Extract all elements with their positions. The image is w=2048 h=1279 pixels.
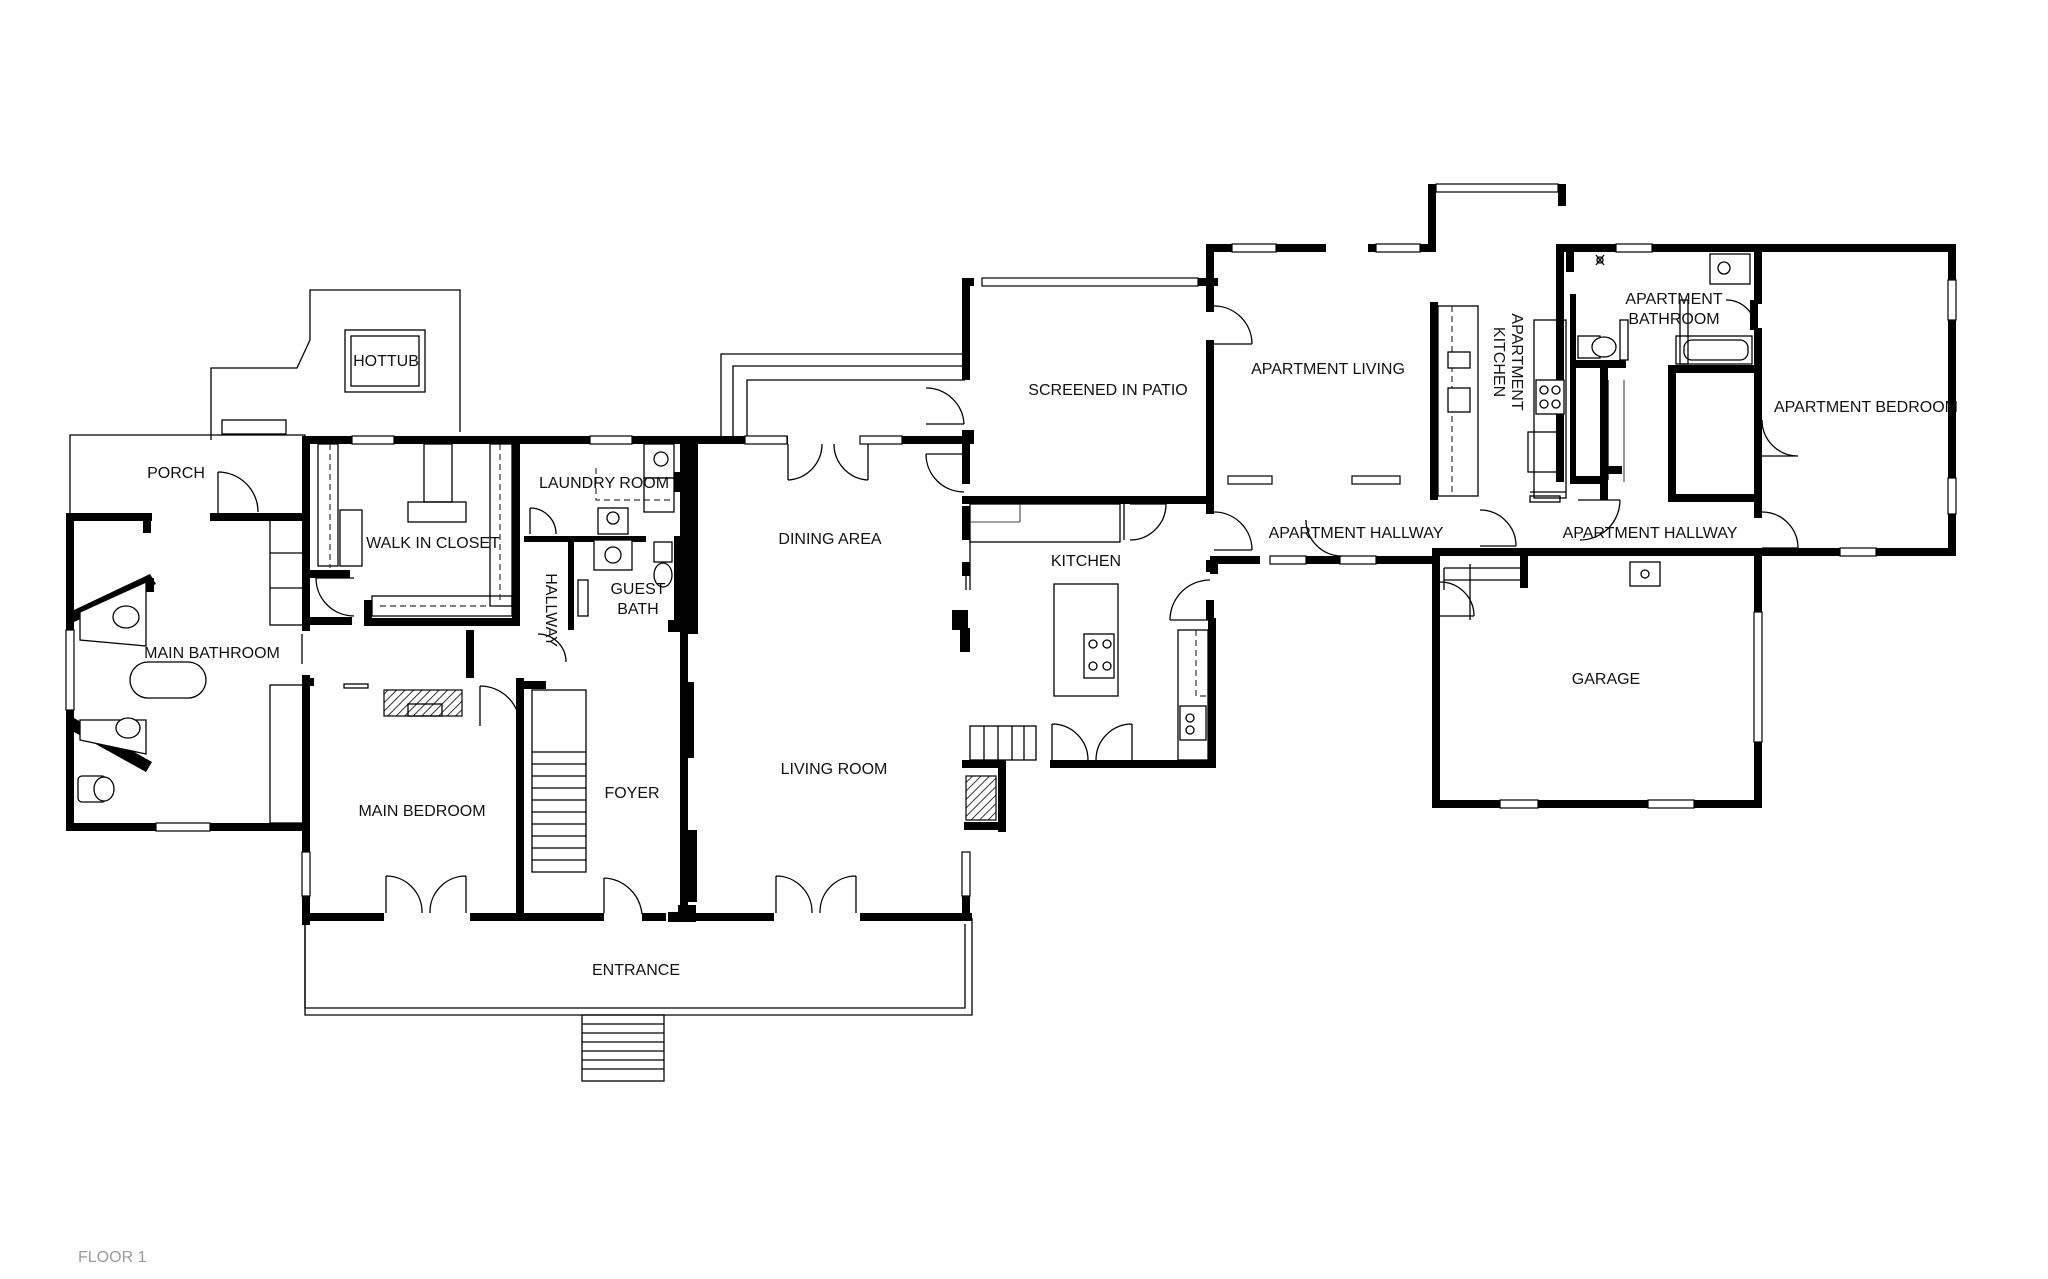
label-guest-bath-line2: BATH	[617, 601, 658, 618]
label-kitchen: KITCHEN	[1051, 553, 1121, 570]
label-main-bedroom: MAIN BEDROOM	[358, 803, 485, 820]
label-living-room: LIVING ROOM	[781, 761, 888, 778]
label-garage: GARAGE	[1572, 671, 1640, 688]
windows	[65, 183, 1957, 897]
label-apartment-kitchen-line2: KITCHEN	[1490, 327, 1507, 397]
label-walk-in-closet: WALK IN CLOSET	[366, 535, 500, 552]
label-porch: PORCH	[147, 465, 205, 482]
label-laundry-room: LAUNDRY ROOM	[539, 475, 669, 492]
label-guest-bath-line1: GUEST	[610, 581, 665, 598]
label-entrance: ENTRANCE	[592, 962, 680, 979]
label-hottub: HOTTUB	[353, 353, 419, 370]
fixtures	[74, 253, 1753, 873]
label-apartment-bedroom: APARTMENT BEDROOM	[1774, 399, 1958, 416]
label-apartment-living: APARTMENT LIVING	[1251, 361, 1405, 378]
door-swings	[217, 299, 1799, 915]
label-apartment-bathroom-line1: APARTMENT	[1625, 291, 1722, 308]
room-labels: HOTTUB PORCH WALK IN CLOSET LAUNDRY ROOM…	[78, 291, 1958, 1266]
floor-label: FLOOR 1	[78, 1249, 147, 1266]
entrance-steps	[582, 1023, 664, 1070]
label-apartment-hallway-left: APARTMENT HALLWAY	[1269, 525, 1444, 542]
label-main-bathroom: MAIN BATHROOM	[144, 645, 280, 662]
label-foyer: FOYER	[604, 785, 659, 802]
label-hallway: HALLWAY	[542, 573, 559, 647]
label-apartment-kitchen-line1: APARTMENT	[1508, 313, 1525, 410]
label-screened-in-patio: SCREENED IN PATIO	[1028, 382, 1187, 399]
label-apartment-hallway-right: APARTMENT HALLWAY	[1563, 525, 1738, 542]
label-apartment-bathroom-line2: BATHROOM	[1628, 311, 1719, 328]
label-dining-area: DINING AREA	[778, 531, 881, 548]
